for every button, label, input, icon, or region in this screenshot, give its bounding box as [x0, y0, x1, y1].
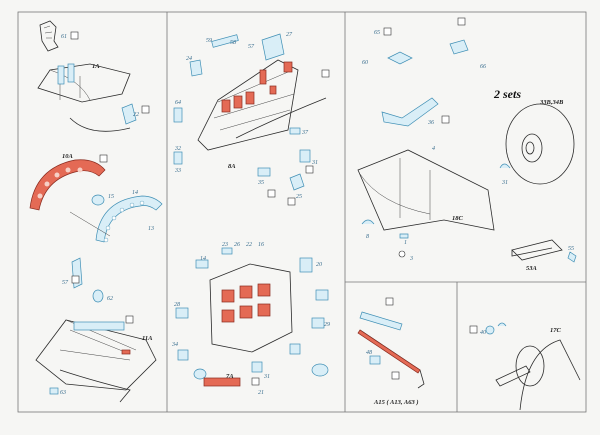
panel-grid [17, 11, 587, 413]
label-10a: 10A [62, 153, 74, 160]
label-32: 32 [174, 146, 181, 152]
label-36: 36 [427, 120, 434, 126]
label-53a: 53A [526, 265, 538, 272]
label-22: 22 [133, 112, 139, 118]
label-34: 34 [171, 341, 178, 348]
label-16: 16 [258, 242, 264, 248]
label-4: 4 [432, 145, 435, 152]
label-24: 24 [186, 55, 192, 62]
label-33: 33 [174, 168, 181, 174]
label-58: 58 [230, 40, 236, 46]
label-37: 37 [301, 130, 309, 136]
label-61: 61 [61, 34, 67, 40]
label-40: 40 [480, 329, 486, 336]
label-8: 8 [366, 234, 369, 240]
label-14: 14 [132, 189, 138, 196]
label-18c: 18C [452, 215, 464, 222]
label-35: 35 [257, 180, 264, 186]
label-65: 65 [374, 30, 380, 36]
label-63: 63 [60, 390, 66, 396]
label-28: 28 [174, 302, 180, 308]
panel-3: 65 66 60 36 2 sets 33B,34B 31 4 18C 8 1 … [357, 17, 577, 272]
label-8a: 8A [228, 163, 236, 170]
label-20: 20 [316, 262, 322, 268]
label-27: 27 [286, 32, 293, 38]
label-1a: 1A [92, 63, 100, 70]
label-1: 1 [404, 240, 407, 246]
label-7a: 7A [226, 373, 234, 380]
label-57b: 57 [248, 44, 255, 50]
label-wheel: 33B,34B [539, 99, 564, 106]
label-66: 66 [480, 64, 486, 70]
label-3: 3 [409, 256, 413, 262]
label-29: 29 [324, 322, 330, 328]
label-60: 60 [362, 60, 368, 66]
label-64: 64 [175, 99, 181, 106]
label-55: 55 [568, 246, 574, 252]
label-25: 25 [296, 194, 302, 200]
label-15: 15 [108, 194, 114, 200]
label-17c: 17C [550, 327, 562, 334]
label-14b: 14 [200, 255, 206, 262]
label-26: 26 [234, 242, 240, 248]
label-57: 57 [62, 280, 69, 286]
label-23: 23 [222, 242, 228, 248]
note-2-sets: 2 sets [493, 87, 521, 101]
label-21: 21 [258, 390, 264, 396]
label-a15: A15 ( A13, A63 ) [373, 399, 418, 406]
panel-1: 61 1A 22 10A 15 14 13 57 [29, 20, 163, 403]
label-62: 62 [107, 296, 113, 302]
label-31c: 31 [501, 180, 508, 186]
label-13: 13 [148, 226, 154, 232]
label-31: 31 [311, 160, 318, 166]
label-59: 59 [206, 38, 212, 44]
label-31b: 31 [263, 374, 270, 380]
label-48: 48 [366, 349, 372, 356]
panel-2: 59 58 57 27 24 64 32 33 8A 35 37 31 25 [171, 32, 330, 396]
panel-4: 48 A15 ( A13, A63 ) [357, 297, 425, 406]
label-11a: 11A [142, 335, 153, 342]
label-22b: 22 [246, 242, 252, 248]
panel-5: 40 17C [469, 322, 581, 411]
